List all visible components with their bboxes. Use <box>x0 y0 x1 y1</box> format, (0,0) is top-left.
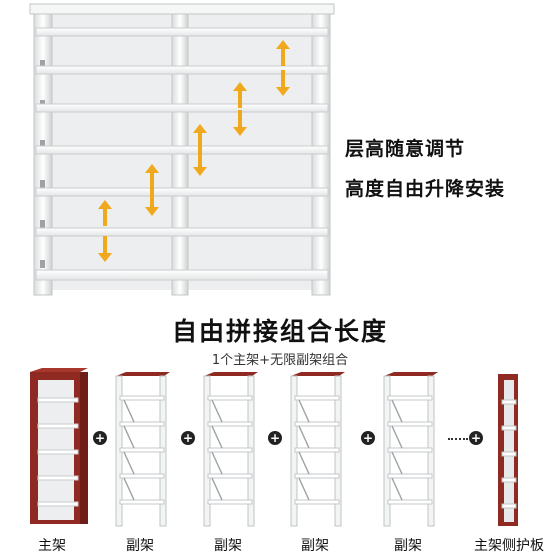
headline: 自由拼接组合长度 <box>171 317 388 346</box>
arrow-up-icon <box>98 200 112 226</box>
module-side-panel <box>494 372 524 528</box>
module-label-sub: 副架 <box>126 538 154 554</box>
module-label-sub: 副架 <box>301 538 329 554</box>
hero-shelf-image <box>20 0 340 300</box>
plus-icon: + <box>361 431 375 445</box>
feature-line-height-install: 高度自由升降安装 <box>345 178 506 200</box>
plus-icon: + <box>181 431 195 445</box>
feature-line-adjustable: 层高随意调节 <box>345 138 466 160</box>
arrow-up-icon <box>233 82 247 108</box>
dotted-connector <box>448 438 468 440</box>
arrow-down-icon <box>276 70 290 96</box>
module-label-side-panel: 主架侧护板 <box>474 538 544 554</box>
plus-icon: + <box>93 431 107 445</box>
arrow-up-icon <box>276 40 290 66</box>
module-main-frame <box>22 368 92 528</box>
module-label-sub: 副架 <box>214 538 242 554</box>
module-sub-frame <box>196 372 262 528</box>
arrow-up-icon <box>193 124 207 150</box>
arrow-down-icon <box>193 150 207 176</box>
arrow-down-icon <box>233 110 247 136</box>
module-sub-frame <box>108 372 174 528</box>
module-sub-frame <box>376 372 442 528</box>
module-label-main: 主架 <box>38 538 66 554</box>
module-label-sub: 副架 <box>394 538 422 554</box>
subline: 1个主架+无限副架组合 <box>211 353 349 368</box>
arrow-down-icon <box>145 190 159 216</box>
arrow-down-icon <box>98 236 112 262</box>
plus-icon: + <box>469 431 483 445</box>
plus-icon: + <box>268 431 282 445</box>
module-sub-frame <box>283 372 349 528</box>
arrow-up-icon <box>145 164 159 190</box>
